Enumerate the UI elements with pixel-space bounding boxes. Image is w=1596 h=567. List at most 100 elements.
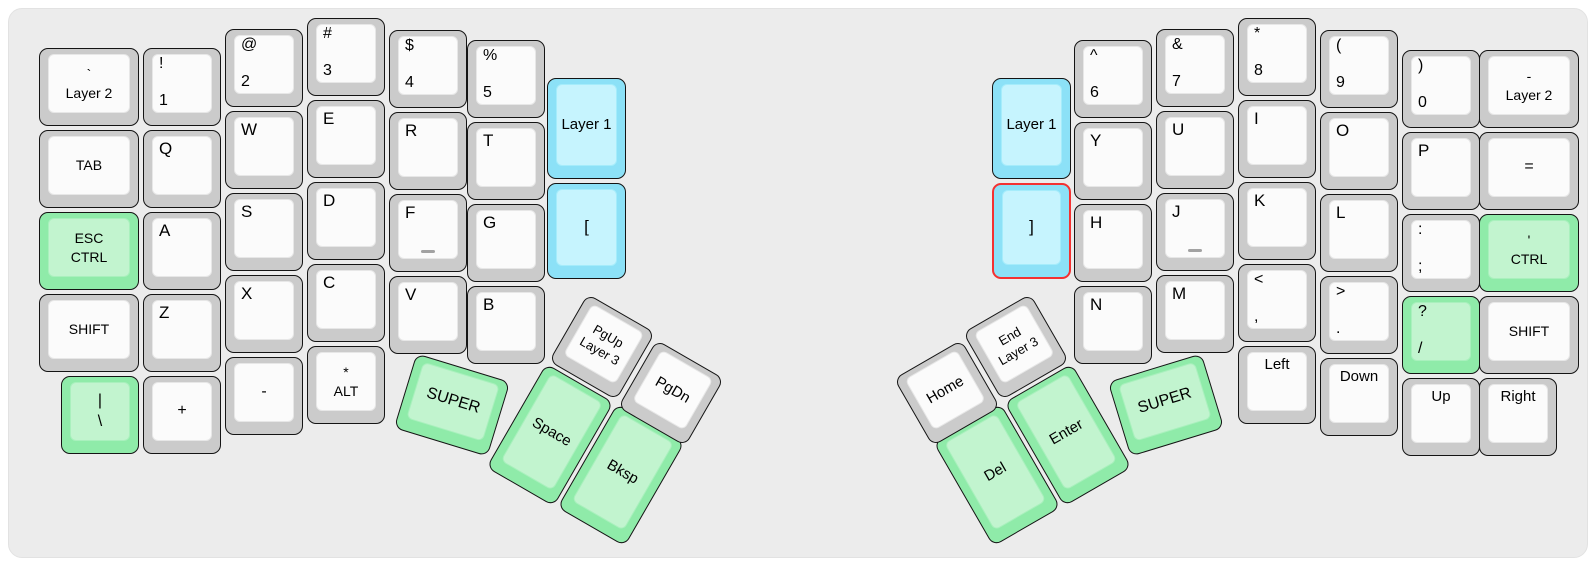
keycap-face: M — [1165, 281, 1225, 340]
key-label: P — [1418, 141, 1430, 160]
key-l-e[interactable]: E — [307, 100, 385, 178]
key-r-k[interactable]: K — [1238, 182, 1316, 260]
keycap-face: )0 — [1411, 56, 1471, 115]
keycap-face: U — [1165, 117, 1225, 176]
key-r-left[interactable]: Left — [1238, 346, 1316, 424]
key-r-period[interactable]: >. — [1320, 276, 1398, 354]
key-r-rbracket[interactable]: ] — [992, 183, 1071, 279]
key-label: | — [97, 391, 103, 409]
key-l-pipe-backslash[interactable]: |\ — [61, 376, 139, 454]
key-label: X — [241, 284, 253, 303]
keycap-face: (9 — [1329, 36, 1389, 95]
key-label: SHIFT — [1508, 323, 1550, 340]
key-label: 0 — [1418, 94, 1427, 112]
key-r-j[interactable]: J — [1156, 193, 1234, 271]
key-label: 3 — [323, 62, 332, 80]
key-label: CTRL — [1510, 250, 1548, 267]
key-label: 7 — [1172, 73, 1181, 91]
key-r-layer1[interactable]: Layer 1 — [992, 78, 1071, 179]
key-l-b[interactable]: B — [467, 286, 545, 364]
key-r-h[interactable]: H — [1074, 204, 1152, 282]
keycap-face: L — [1329, 200, 1389, 259]
key-l-a[interactable]: A — [143, 212, 221, 290]
key-l-layer1[interactable]: Layer 1 — [547, 78, 626, 179]
key-l-grave-layer2[interactable]: `Layer 2 — [39, 48, 139, 126]
keycap-face: O — [1329, 118, 1389, 177]
key-r-o[interactable]: O — [1320, 112, 1398, 190]
key-r-8[interactable]: *8 — [1238, 18, 1316, 96]
key-l-super[interactable]: SUPER — [393, 353, 511, 457]
key-l-r[interactable]: R — [389, 112, 467, 190]
keycap-face: ?/ — [1411, 302, 1471, 361]
key-l-3[interactable]: #3 — [307, 18, 385, 96]
key-l-plus[interactable]: + — [143, 376, 221, 454]
keycap-face: R — [398, 118, 458, 177]
key-r-up[interactable]: Up — [1402, 378, 1480, 456]
key-l-t[interactable]: T — [467, 122, 545, 200]
key-r-p[interactable]: P — [1402, 132, 1480, 210]
key-r-9[interactable]: (9 — [1320, 30, 1398, 108]
key-l-lbracket[interactable]: [ — [547, 183, 626, 279]
key-r-dash-layer2[interactable]: -Layer 2 — [1479, 50, 1579, 128]
key-label: L — [1336, 203, 1346, 222]
keycap-face: @2 — [234, 35, 294, 94]
key-r-l[interactable]: L — [1320, 194, 1398, 272]
key-r-question-slash[interactable]: ?/ — [1402, 296, 1480, 374]
key-r-u[interactable]: U — [1156, 111, 1234, 189]
keycap-face: S — [234, 199, 294, 258]
key-l-1[interactable]: !1 — [143, 48, 221, 126]
key-l-f[interactable]: F — [389, 194, 467, 272]
keycap-face: Layer 1 — [1001, 84, 1062, 166]
key-r-quote-ctrl[interactable]: 'CTRL — [1479, 214, 1579, 292]
keycap-face: :; — [1411, 220, 1471, 279]
key-r-m[interactable]: M — [1156, 275, 1234, 353]
keycap-face: C — [316, 270, 376, 329]
key-label: Down — [1339, 368, 1379, 385]
key-label: ) — [1418, 57, 1424, 74]
key-label: CTRL — [70, 248, 108, 265]
key-r-shift[interactable]: SHIFT — [1479, 296, 1579, 374]
key-l-x[interactable]: X — [225, 275, 303, 353]
key-l-4[interactable]: $4 — [389, 30, 467, 108]
key-label: 9 — [1336, 74, 1345, 92]
key-l-s[interactable]: S — [225, 193, 303, 271]
key-label: $ — [405, 37, 414, 54]
key-l-tab[interactable]: TAB — [39, 130, 139, 208]
key-r-6[interactable]: ^6 — [1074, 40, 1152, 118]
key-l-star-alt[interactable]: *ALT — [307, 346, 385, 424]
key-l-z[interactable]: Z — [143, 294, 221, 372]
key-label: SHIFT — [68, 321, 110, 338]
key-label: \ — [97, 412, 103, 430]
key-r-colon-semi[interactable]: :; — [1402, 214, 1480, 292]
key-r-y[interactable]: Y — [1074, 122, 1152, 200]
key-label: F — [405, 203, 416, 222]
key-l-minus[interactable]: - — [225, 357, 303, 435]
keycap-face: PgDn — [632, 349, 714, 431]
key-l-w[interactable]: W — [225, 111, 303, 189]
key-l-d[interactable]: D — [307, 182, 385, 260]
key-r-down[interactable]: Down — [1320, 358, 1398, 436]
key-l-v[interactable]: V — [389, 276, 467, 354]
key-r-super[interactable]: SUPER — [1107, 353, 1225, 457]
key-l-g[interactable]: G — [467, 204, 545, 282]
key-label: J — [1172, 202, 1181, 221]
keycap-face: `Layer 2 — [48, 54, 130, 113]
keycap-face: 'CTRL — [1488, 220, 1570, 279]
key-r-7[interactable]: &7 — [1156, 29, 1234, 107]
keycap-face: G — [476, 210, 536, 269]
key-r-0[interactable]: )0 — [1402, 50, 1480, 128]
key-l-5[interactable]: %5 — [467, 40, 545, 118]
key-r-equals[interactable]: = — [1479, 132, 1579, 210]
key-l-shift[interactable]: SHIFT — [39, 294, 139, 372]
key-l-2[interactable]: @2 — [225, 29, 303, 107]
key-r-n[interactable]: N — [1074, 286, 1152, 364]
key-l-c[interactable]: C — [307, 264, 385, 342]
key-r-i[interactable]: I — [1238, 100, 1316, 178]
key-l-q[interactable]: Q — [143, 130, 221, 208]
key-r-right[interactable]: Right — [1479, 378, 1557, 456]
key-label: Layer 2 — [65, 84, 113, 101]
key-r-comma[interactable]: <, — [1238, 264, 1316, 342]
keycap-face: D — [316, 188, 376, 247]
